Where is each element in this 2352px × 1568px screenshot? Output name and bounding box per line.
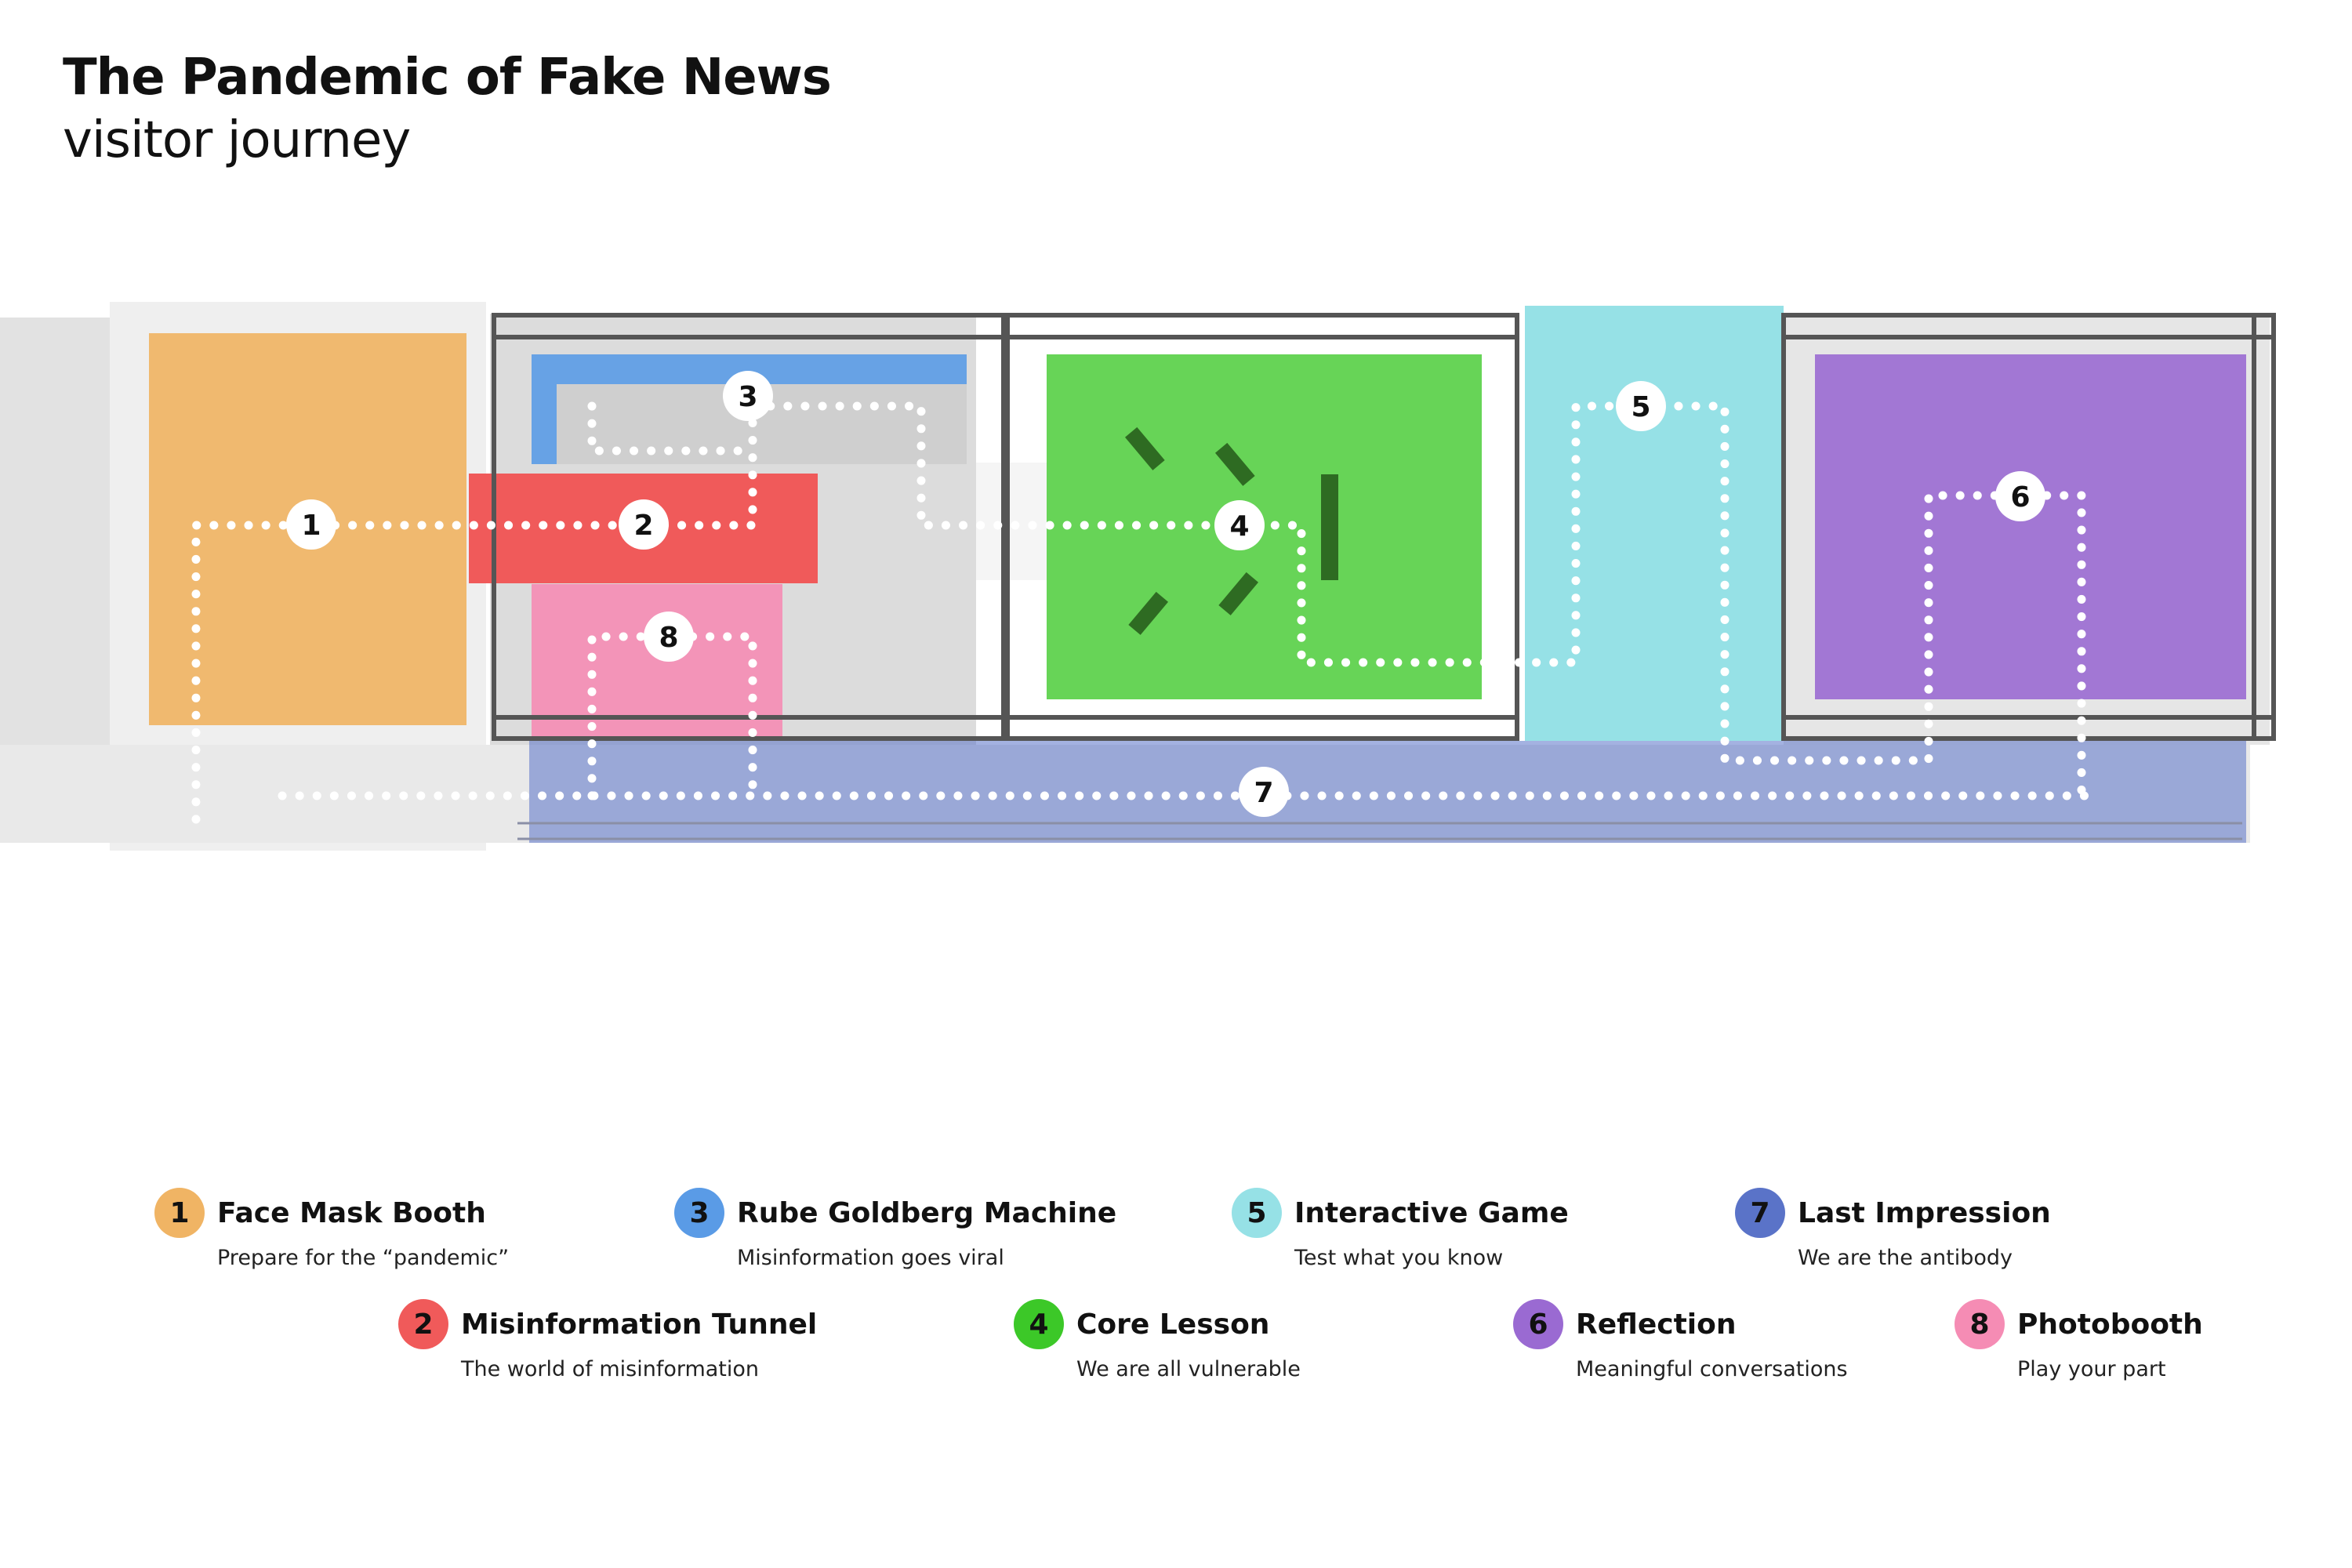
marker-number: 6 [2010, 481, 2030, 514]
marker-circle [1214, 500, 1265, 550]
marker-2: 2 [619, 499, 669, 550]
legend-badge: 8 [1955, 1299, 2005, 1349]
page-title: The Pandemic of Fake News [63, 49, 832, 107]
marker-number: 1 [301, 510, 321, 542]
marker-5: 5 [1616, 381, 1666, 431]
zone-7-last-impression [529, 741, 2246, 843]
marker-circle [644, 612, 694, 662]
marker-number: 4 [1229, 510, 1249, 543]
zone-6-reflection [1815, 354, 2246, 699]
marker-number: 3 [738, 381, 757, 413]
benches [1124, 426, 1338, 635]
legend-item-7: 7 Last Impression We are the antibody [1735, 1188, 2051, 1270]
marker-circle [1995, 471, 2045, 521]
title-block: The Pandemic of Fake News visitor journe… [63, 49, 832, 169]
legend-title: Reflection [1576, 1308, 1737, 1341]
legend-badge: 3 [674, 1188, 724, 1238]
marker-4: 4 [1214, 500, 1265, 550]
marker-number: 2 [633, 510, 653, 542]
legend-desc: Test what you know [1294, 1246, 1504, 1270]
legend-title: Core Lesson [1076, 1308, 1270, 1341]
marker-number: 7 [1254, 777, 1273, 809]
frame-room-c [1781, 313, 2276, 741]
marker-circle [1239, 767, 1289, 817]
legend-badge: 7 [1735, 1188, 1785, 1238]
bench [1128, 591, 1169, 635]
legend-item-3: 3 Rube Goldberg Machine Misinformation g… [674, 1188, 1116, 1270]
legend-item-4: 4 Core Lesson We are all vulnerable [1014, 1299, 1301, 1381]
legend-desc: Misinformation goes viral [737, 1246, 1004, 1270]
legend-desc: Prepare for the “pandemic” [217, 1246, 510, 1270]
legend-item-1: 1 Face Mask Booth Prepare for the “pande… [154, 1188, 509, 1270]
bench [1124, 426, 1165, 470]
legend-badge: 1 [154, 1188, 205, 1238]
corridor-railing [517, 822, 2242, 840]
legend-title: Interactive Game [1294, 1196, 1569, 1229]
legend-title: Misinformation Tunnel [461, 1308, 818, 1341]
hall-floor-mid [976, 463, 1047, 580]
legend-desc: We are the antibody [1798, 1246, 2013, 1270]
marker-circle [619, 499, 669, 550]
marker-number: 5 [1631, 391, 1650, 423]
legend-item-5: 5 Interactive Game Test what you know [1232, 1188, 1569, 1270]
legend-badge: 4 [1014, 1299, 1064, 1349]
marker-circle [1616, 381, 1666, 431]
zone-5-interactive-game [1525, 306, 1784, 741]
bench [1214, 442, 1255, 486]
marker-circle [286, 499, 336, 550]
marker-number: 8 [659, 622, 678, 654]
legend-title: Photobooth [2017, 1308, 2203, 1341]
legend-title: Face Mask Booth [217, 1196, 486, 1229]
legend-badge: 6 [1513, 1299, 1563, 1349]
marker-8: 8 [644, 612, 694, 662]
zone-8-photobooth [532, 584, 782, 741]
legend-title: Last Impression [1798, 1196, 2051, 1229]
bench [1218, 572, 1259, 615]
marker-7: 7 [1239, 767, 1289, 817]
marker-6: 6 [1995, 471, 2045, 521]
legend-desc: Meaningful conversations [1576, 1357, 1848, 1381]
marker-circle [723, 371, 773, 421]
floor-plan: 1 2 3 4 5 6 7 8 [0, 302, 2276, 851]
legend-item-2: 2 Misinformation Tunnel The world of mis… [398, 1299, 817, 1381]
marker-3: 3 [723, 371, 773, 421]
legend-item-8: 8 Photobooth Play your part [1955, 1299, 2203, 1381]
path-segment [587, 401, 757, 456]
bench [1321, 474, 1338, 580]
legend-desc: We are all vulnerable [1076, 1357, 1301, 1381]
marker-1: 1 [286, 499, 336, 550]
legend-badge: 5 [1232, 1188, 1282, 1238]
legend-badge: 2 [398, 1299, 448, 1349]
legend-item-6: 6 Reflection Meaningful conversations [1513, 1299, 1848, 1381]
page-subtitle: visitor journey [63, 111, 411, 169]
legend-desc: The world of misinformation [461, 1357, 760, 1381]
legend-desc: Play your part [2017, 1357, 2166, 1381]
legend-title: Rube Goldberg Machine [737, 1196, 1117, 1229]
frame-room-b [1005, 313, 1519, 741]
